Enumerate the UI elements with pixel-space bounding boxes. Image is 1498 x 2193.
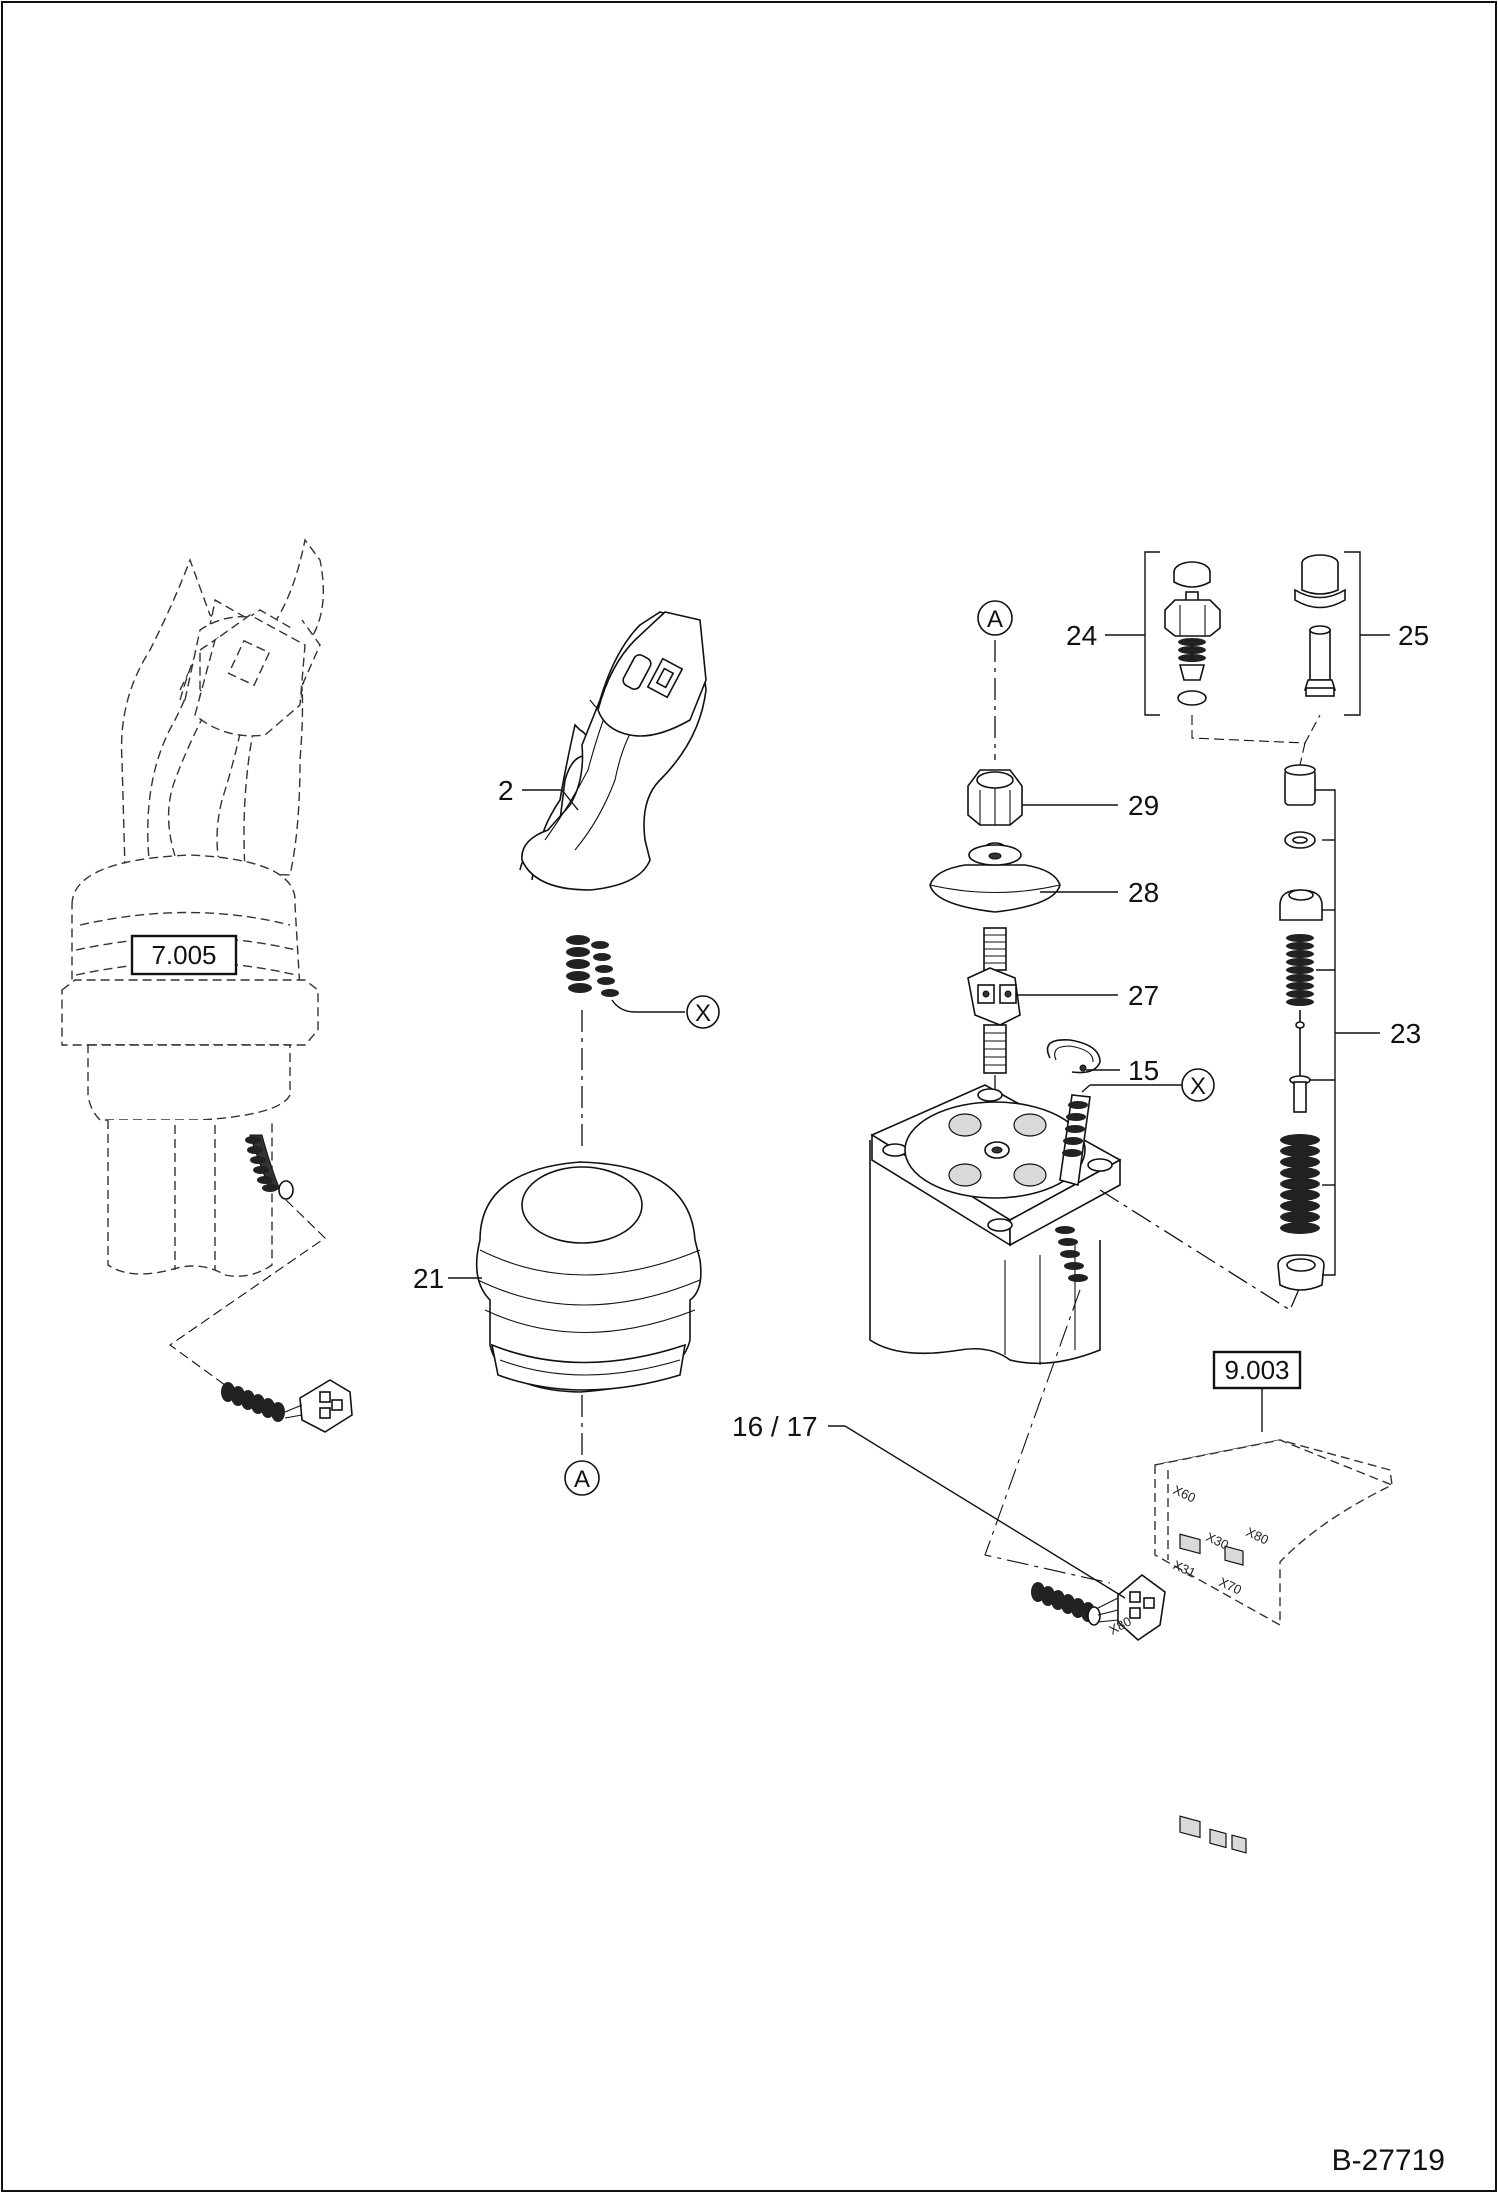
callout-21[interactable]: 21: [413, 1263, 444, 1294]
ref-9003-text: 9.003: [1224, 1355, 1289, 1385]
ref-box-7005[interactable]: 7.005: [130, 934, 238, 976]
joint-part-27[interactable]: [967, 927, 1021, 1074]
plate-part-28[interactable]: [929, 844, 1061, 913]
spring-stack-part-23[interactable]: [1277, 764, 1380, 1291]
mark-a-bottom-text: A: [574, 1466, 590, 1493]
pilot-valve-body[interactable]: [869, 1084, 1122, 1365]
nut-part-29[interactable]: [967, 769, 1023, 854]
callout-15[interactable]: 15: [1128, 1055, 1159, 1086]
callout-16-17[interactable]: 16 / 17: [732, 1411, 818, 1442]
boot-part-21[interactable]: [475, 1161, 702, 1393]
mark-a-bottom: A: [564, 1460, 600, 1496]
callout-25[interactable]: 25: [1398, 620, 1429, 651]
circlip-part-15[interactable]: [1046, 1039, 1101, 1074]
controller-box: X60 X30 X80 X31 X70: [1154, 1439, 1393, 1854]
reference-joystick-assembly: [61, 538, 353, 1433]
callout-23[interactable]: 23: [1390, 1018, 1421, 1049]
bracket-24: [1105, 551, 1390, 716]
mark-a-top: A: [977, 600, 1013, 636]
drawing-number: B-27719: [1332, 2144, 1445, 2177]
callout-29[interactable]: 29: [1128, 790, 1159, 821]
callout-2[interactable]: 2: [498, 775, 514, 806]
mark-x-left: X: [686, 995, 720, 1029]
ref-7005-text: 7.005: [151, 940, 216, 970]
ref-box-9003[interactable]: 9.003: [1212, 1350, 1302, 1390]
mark-a-top-text: A: [987, 606, 1003, 633]
callout-27[interactable]: 27: [1128, 980, 1159, 1011]
mark-x-right: X: [1181, 1068, 1215, 1102]
handle-part-2[interactable]: [519, 611, 707, 997]
callout-24[interactable]: 24: [1066, 620, 1097, 651]
callout-28[interactable]: 28: [1128, 877, 1159, 908]
valve-part-24[interactable]: [1164, 561, 1221, 706]
mark-x-right-text: X: [1190, 1073, 1206, 1100]
valve-part-25[interactable]: [1294, 554, 1346, 697]
mark-x-left-text: X: [695, 1000, 711, 1027]
harness-part-16-17[interactable]: X80: [984, 1289, 1166, 1642]
